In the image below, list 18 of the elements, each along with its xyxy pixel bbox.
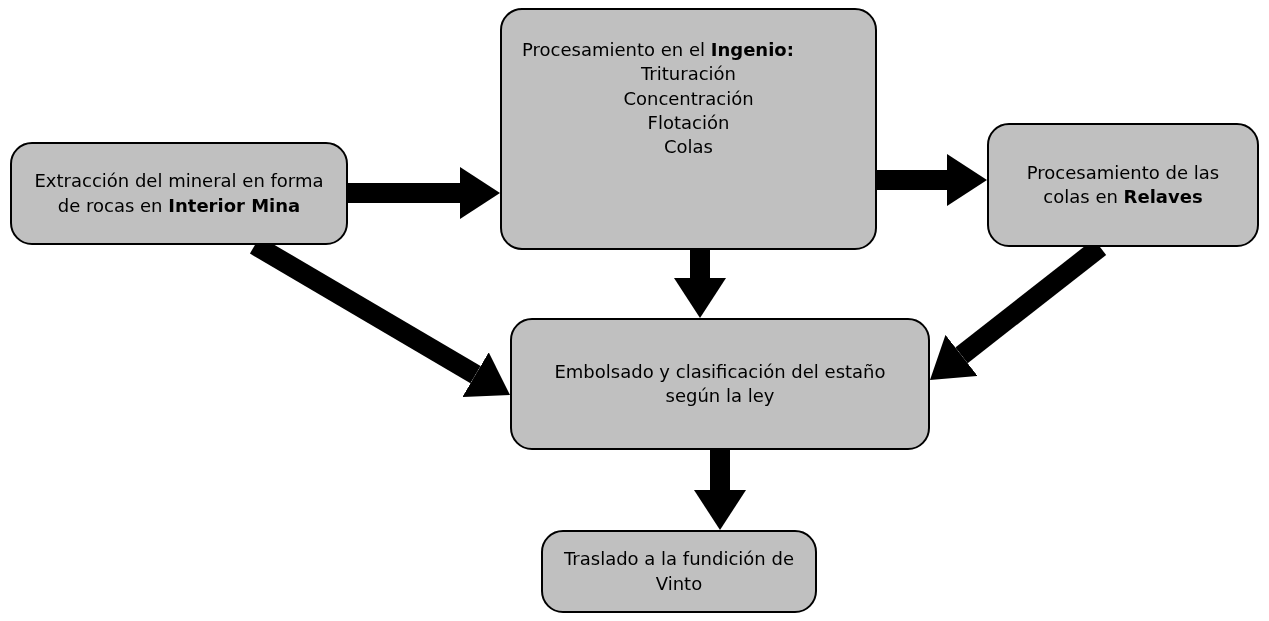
process-box [510, 318, 930, 450]
box-heading: Procesamiento en el Ingenio: [522, 38, 795, 62]
block-arrow [694, 450, 746, 530]
box-text: Colas [663, 135, 714, 160]
process-box [541, 530, 817, 613]
block-arrow [877, 154, 987, 206]
process-box [10, 142, 348, 245]
block-arrow [674, 250, 726, 318]
block-arrow [348, 167, 500, 219]
box-text: Trituración [640, 62, 737, 87]
box-text: Extracción del mineral en forma de rocas en Interior Mina [33, 169, 325, 218]
box-text: Concentración [622, 86, 755, 111]
box-text: Flotación [646, 110, 731, 135]
box-text: Traslado a la fundición de Vinto [563, 547, 795, 596]
process-box [987, 123, 1259, 247]
box-text: Procesamiento de las colas en Relaves [1025, 160, 1221, 209]
box-text: Embolsado y clasificación del estaño según la ley [553, 359, 887, 408]
process-box [500, 8, 877, 250]
